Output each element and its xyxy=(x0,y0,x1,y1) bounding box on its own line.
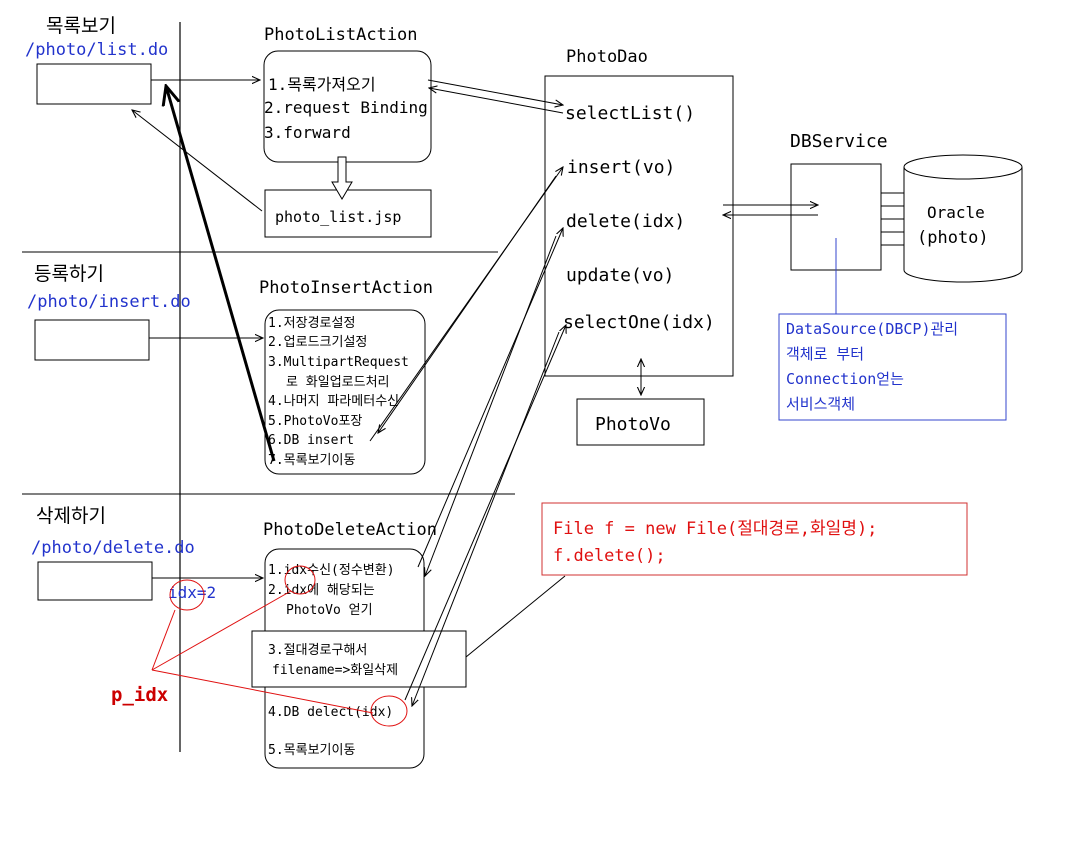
client-box-list xyxy=(36,63,152,105)
datasource-note-box xyxy=(778,313,1007,421)
dao-title: PhotoDao xyxy=(566,47,648,67)
code-note-box xyxy=(541,502,968,576)
client-box-insert xyxy=(34,319,150,361)
delete-step-3b: filename=>화일삭제 xyxy=(272,663,398,678)
forward-hollow-arrow xyxy=(331,156,353,200)
section-title-delete: 삭제하기 xyxy=(36,505,106,527)
insert-step-7: 7.목록보기이동 xyxy=(268,453,355,468)
idx-circle-step1 xyxy=(284,565,316,595)
file-delete-box xyxy=(251,630,467,688)
arrow-selectone-return xyxy=(412,331,560,706)
section-url-list: /photo/list.do xyxy=(25,40,168,60)
code-note-line-1: File f = new File(절대경로,화일명); xyxy=(553,519,877,539)
section-url-delete: /photo/delete.do xyxy=(31,538,195,558)
arrow-dao-to-insert xyxy=(378,175,557,433)
jsp-box xyxy=(264,189,432,238)
insert-step-2: 2.업로드크기설정 xyxy=(268,335,367,350)
idx-circle-step4 xyxy=(370,695,408,727)
insert-step-3: 3.MultipartRequest xyxy=(268,355,409,370)
list-action-box xyxy=(263,50,432,163)
delete-step-1: 1.idx수신(정수변환) xyxy=(268,563,395,578)
dao-method-insert: insert(vo) xyxy=(567,157,675,178)
insert-action-title: PhotoInsertAction xyxy=(259,278,433,298)
dao-method-selectone: selectOne(idx) xyxy=(563,312,715,333)
arrow-dao-to-list xyxy=(429,88,564,114)
insert-step-4: 4.나머지 파라메터수신 xyxy=(268,394,399,409)
code-note-pointer xyxy=(465,575,566,658)
section-title-list: 목록보기 xyxy=(46,15,116,37)
delete-action-title: PhotoDeleteAction xyxy=(263,520,437,540)
delete-step-5: 5.목록보기이동 xyxy=(268,743,355,758)
oracle-label: Oracle xyxy=(927,203,985,222)
idx-circle-left xyxy=(169,579,205,611)
dao-box xyxy=(544,75,734,377)
vo-box xyxy=(576,398,705,446)
list-action-step-2: 2.request Binding xyxy=(264,98,428,117)
idx-param-label: idx=2 xyxy=(168,583,216,602)
insert-step-1: 1.저장경로설정 xyxy=(268,316,355,331)
insert-step-5: 5.PhotoVo포장 xyxy=(268,414,362,429)
arrow-selectone-call xyxy=(404,325,566,701)
p-idx-line-1 xyxy=(151,609,176,671)
delete-step-3: 3.절대경로구해서 xyxy=(268,643,367,658)
datasource-note-line-2: 객체로 부터 xyxy=(786,345,864,363)
oracle-schema-label: (photo) xyxy=(917,228,989,248)
list-action-step-3: 3.forward xyxy=(264,123,351,142)
delete-step-2: 2.idx에 해당되는 xyxy=(268,583,375,598)
dao-method-delete: delete(idx) xyxy=(566,211,685,232)
dao-method-update: update(vo) xyxy=(566,265,674,286)
p-idx-line-2 xyxy=(151,590,292,671)
dbservice-title: DBService xyxy=(790,131,888,152)
p-idx-label: p_idx xyxy=(111,684,168,706)
arrow-dao-to-deleteaction xyxy=(425,235,557,576)
section-url-insert: /photo/insert.do xyxy=(27,292,191,312)
insert-step-3b: 로 화일업로드처리 xyxy=(286,375,390,390)
arrow-redirect-to-list xyxy=(166,86,276,462)
code-note-line-2: f.delete(); xyxy=(553,546,666,566)
client-box-delete xyxy=(37,561,153,601)
list-action-title: PhotoListAction xyxy=(264,25,418,45)
insert-step-6: 6.DB insert xyxy=(268,433,354,448)
datasource-note-line-1: DataSource(DBCP)관리 xyxy=(786,320,958,338)
delete-step-2b: PhotoVo 얻기 xyxy=(286,603,373,618)
list-action-step-1: 1.목록가져오기 xyxy=(268,75,376,94)
dao-method-selectlist: selectList() xyxy=(565,103,695,124)
p-idx-line-3 xyxy=(151,669,374,714)
delete-step-4: 4.DB delect(idx) xyxy=(268,705,393,720)
arrow-deleteaction-to-dao xyxy=(417,228,563,568)
jsp-label: photo_list.jsp xyxy=(275,208,401,226)
oracle-database-icon xyxy=(903,154,1023,283)
vo-title: PhotoVo xyxy=(595,414,671,435)
arrow-jsp-response xyxy=(132,110,263,212)
datasource-note-line-4: 서비스객체 xyxy=(786,395,855,413)
section-title-insert: 등록하기 xyxy=(34,263,104,285)
arrow-list-to-dao xyxy=(427,79,563,105)
datasource-note-line-3: Connection얻는 xyxy=(786,370,904,388)
